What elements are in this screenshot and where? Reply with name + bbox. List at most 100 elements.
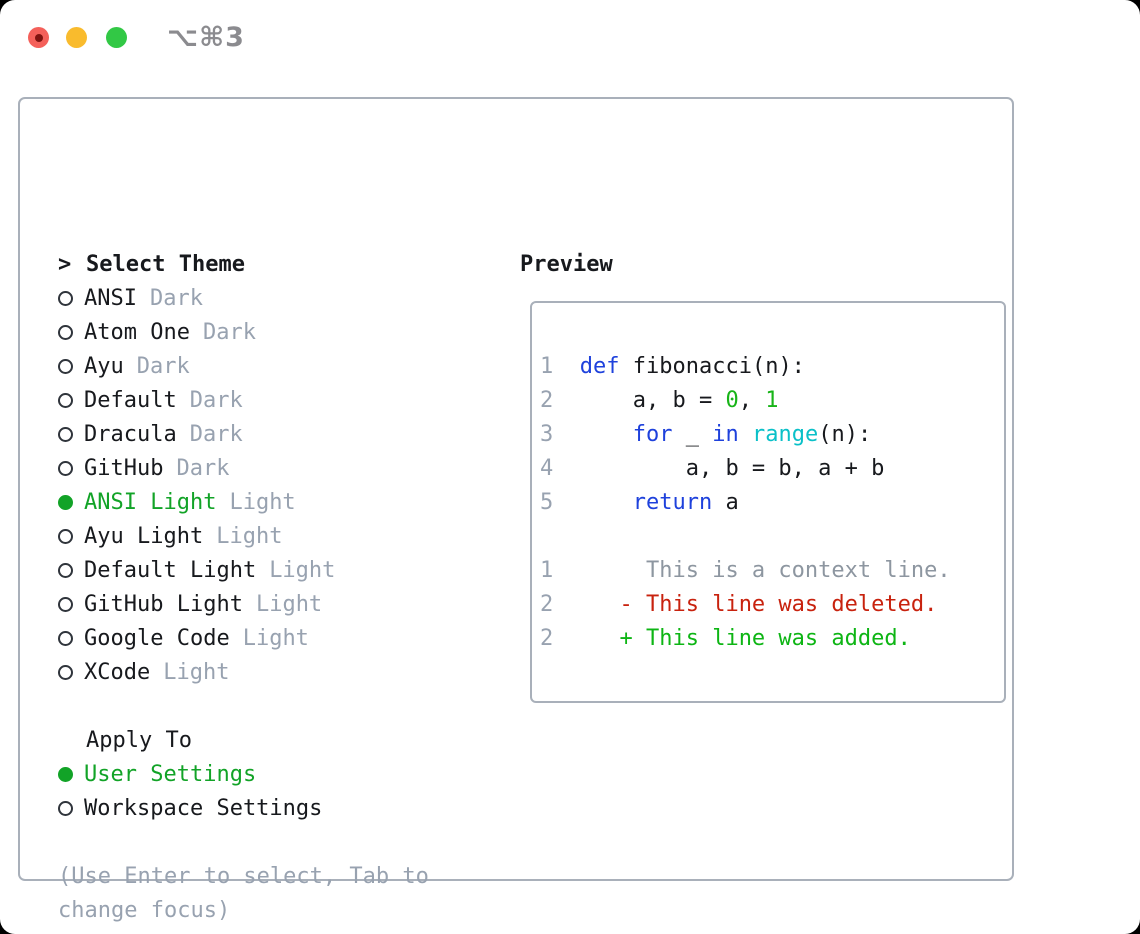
zoom-button[interactable] [106,27,127,48]
code-line: 5 return a [540,486,1004,520]
theme-option-ayu-light[interactable]: Ayu Light Light [58,519,488,553]
window-title: ⌥⌘3 [167,22,245,53]
code-token: 1 [765,388,779,413]
code-token [580,490,633,515]
select-theme-title: Select Theme [86,251,245,277]
theme-name: Default [84,387,177,413]
code-line: 1 This is a context line. [540,554,1004,588]
code-line: 4 a, b = b, a + b [540,452,1004,486]
code-token: in [712,422,739,447]
radio-icon [58,392,73,408]
hint-line-1: (Use Enter to select, Tab to [58,863,429,889]
theme-name: Google Code [84,625,230,651]
theme-name: Atom One [84,319,190,345]
theme-name: ANSI [84,285,137,311]
radio-icon [58,426,73,442]
theme-option-google-code[interactable]: Google Code Light [58,621,488,655]
preview-header: Preview [520,251,613,277]
code-token: _ [672,422,713,447]
radio-icon [58,664,73,680]
theme-option-github[interactable]: GitHub Dark [58,451,488,485]
radio-selected-icon [58,766,73,782]
apply-to-title: Apply To [86,727,192,753]
theme-variant: Light [216,523,283,549]
theme-name: Ayu [84,353,124,379]
theme-option-github-light[interactable]: GitHub Light Light [58,587,488,621]
apply-option-user-settings[interactable]: User Settings [58,757,488,791]
theme-variant: Dark [176,455,230,481]
theme-variant: Dark [202,319,256,345]
radio-icon [58,358,73,374]
code-line: 2 + This line was added. [540,622,1004,656]
line-number: 2 [540,626,580,651]
minimize-button[interactable] [66,27,87,48]
code-token: + This line was added. [579,626,911,651]
line-number: 2 [540,592,580,617]
radio-icon [58,800,73,816]
theme-name: ANSI Light [84,489,217,515]
radio-icon [58,630,73,646]
code-token: a, b = b, a + b [579,456,885,481]
code-token: a, b = [579,388,726,413]
select-theme-header: >Select Theme [58,247,488,281]
theme-option-ansi[interactable]: ANSI Dark [58,281,488,315]
line-number: 5 [540,490,580,515]
code-token [580,422,633,447]
line-number: 2 [540,388,580,413]
theme-name: GitHub Light [84,591,243,617]
code-token: This is a context line. [579,558,951,583]
code-token: return [632,490,713,515]
theme-option-default-light[interactable]: Default Light Light [58,553,488,587]
theme-variant: Light [242,625,309,651]
code-token: range [751,422,819,447]
theme-variant: Dark [149,285,203,311]
code-token: , [738,388,766,413]
theme-variant: Light [255,591,323,617]
radio-icon [58,528,73,544]
apply-to-header: Apply To [58,723,488,757]
code-token: 0 [725,388,739,413]
spacer [58,689,488,723]
code-token [739,422,752,447]
code-token: (n): [818,422,872,447]
line-number: 1 [540,354,580,379]
radio-icon [58,562,73,578]
spacer [58,825,488,859]
code-line: 2 a, b = 0, 1 [540,384,1004,418]
theme-name: Default Light [84,557,257,583]
apply-option-label: User Settings [84,761,257,787]
code-token: a [712,490,739,515]
theme-variant: Dark [136,353,190,379]
line-number: 3 [540,422,580,447]
radio-icon [58,596,73,612]
theme-option-ayu[interactable]: Ayu Dark [58,349,488,383]
theme-name: GitHub [84,455,164,481]
window-titlebar: ⌥⌘3 [0,0,1140,97]
hint-line-2: change focus) [58,897,231,923]
apply-option-label: Workspace Settings [84,795,323,821]
radio-icon [58,324,73,340]
apply-option-workspace-settings[interactable]: Workspace Settings [58,791,488,825]
code-token: - This line was deleted. [579,592,938,617]
theme-variant: Light [269,557,336,583]
theme-option-atom-one[interactable]: Atom One Dark [58,315,488,349]
theme-option-dracula[interactable]: Dracula Dark [58,417,488,451]
theme-variant: Dark [189,421,243,447]
code-line: 1 def fibonacci(n): [540,350,1004,384]
code-line [540,520,1004,554]
close-button[interactable] [28,27,49,48]
theme-name: Ayu Light [84,523,204,549]
theme-name: Dracula [84,421,177,447]
code-token: for [632,422,673,447]
